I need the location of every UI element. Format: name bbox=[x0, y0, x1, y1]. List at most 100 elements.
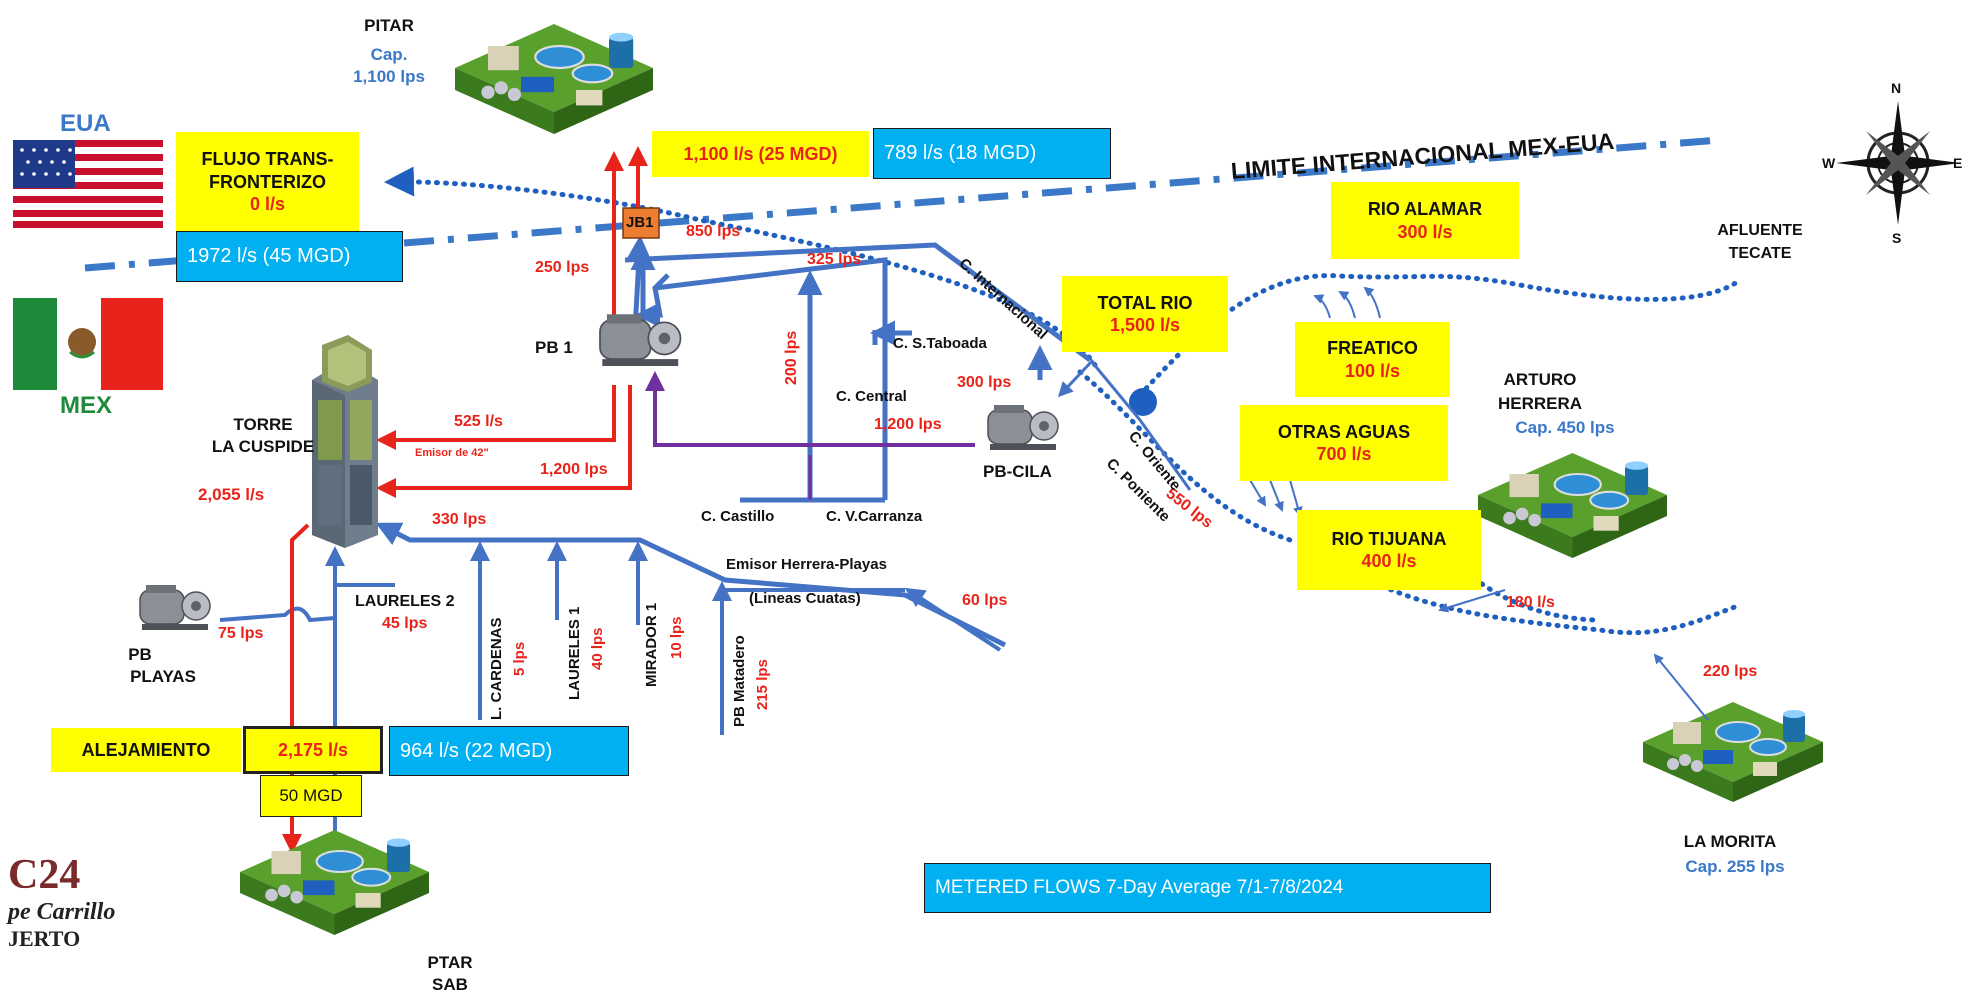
total-rio-value: 1,500 l/s bbox=[1109, 315, 1181, 335]
flow-200: 200 lps bbox=[783, 330, 800, 385]
metered-pitar-box: 789 l/s (18 MGD) bbox=[873, 128, 1111, 179]
logo-line1: C24 bbox=[8, 852, 81, 898]
us-label: EUA bbox=[60, 110, 111, 137]
rio-alamar-title: RIO ALAMAR bbox=[1367, 199, 1483, 219]
alejamiento-box: ALEJAMIENTO bbox=[51, 728, 241, 772]
alejamiento-value: 2,175 l/s bbox=[277, 739, 349, 760]
flujo-transfronterizo-box: FLUJO TRANS- FRONTERIZO 0 l/s bbox=[176, 132, 359, 232]
pb-playas-line2: PLAYAS bbox=[130, 667, 196, 686]
mirador1-flow: 10 lps bbox=[668, 616, 685, 659]
flow-60: 60 lps bbox=[962, 592, 1008, 609]
sab-line1: PTAR bbox=[427, 953, 473, 972]
laureles1-flow: 40 lps bbox=[589, 627, 606, 670]
afluente-line2: TECATE bbox=[1728, 245, 1792, 262]
rio-tijuana-title: RIO TIJUANA bbox=[1331, 528, 1447, 549]
building-icon bbox=[312, 335, 378, 548]
rio-tijuana-box: RIO TIJUANA 400 l/s bbox=[1297, 510, 1481, 590]
mirador1-label: MIRADOR 1 bbox=[643, 602, 660, 687]
flow-1200a: 1,200 lps bbox=[874, 416, 942, 433]
pump-pbcila-icon bbox=[987, 404, 1059, 451]
mexico-flag-icon bbox=[13, 298, 163, 390]
flujo-line2: FRONTERIZO bbox=[209, 171, 326, 192]
morita-name: LA MORITA bbox=[1683, 832, 1777, 851]
pitar-flow-value: 1,100 l/s (25 MGD) bbox=[683, 143, 838, 164]
metered-alejamiento-value: 964 l/s (22 MGD) bbox=[400, 739, 553, 762]
metered-alejamiento-box: 964 l/s (22 MGD) bbox=[389, 726, 629, 776]
arturo-cap: Cap. 450 lps bbox=[1515, 418, 1615, 437]
metered-note-box: METERED FLOWS 7-Day Average 7/1-7/8/2024 bbox=[924, 863, 1491, 913]
laureles2-flow: 45 lps bbox=[382, 615, 428, 632]
matadero-flow: 215 lps bbox=[754, 659, 771, 710]
compass-s: S bbox=[1892, 230, 1902, 246]
rio-tijuana-value: 400 l/s bbox=[1361, 551, 1417, 571]
metered-border-box: 1972 l/s (45 MGD) bbox=[176, 231, 403, 282]
cardenas-flow: 5 lps bbox=[511, 641, 528, 676]
sab-line2: SAB bbox=[432, 975, 468, 994]
pb1-label: PB 1 bbox=[535, 338, 573, 357]
emisor42: Emisor de 42" bbox=[415, 447, 489, 459]
freatico-box: FREATICO 100 l/s bbox=[1295, 322, 1450, 397]
torre-flow: 2,055 l/s bbox=[198, 485, 265, 504]
us-flag-icon bbox=[13, 140, 163, 228]
pump-playas-icon bbox=[139, 584, 211, 631]
total-rio-box: TOTAL RIO 1,500 l/s bbox=[1062, 276, 1228, 352]
rio-alamar-box: RIO ALAMAR 300 l/s bbox=[1331, 182, 1519, 259]
mgd50-value: 50 MGD bbox=[279, 786, 343, 806]
mx-label: MEX bbox=[60, 392, 113, 419]
otras-value: 700 l/s bbox=[1316, 444, 1372, 464]
flujo-line1: FLUJO TRANS- bbox=[201, 149, 334, 170]
metered-pitar-value: 789 l/s (18 MGD) bbox=[884, 142, 1037, 164]
c-taboada-label: C. S.Taboada bbox=[893, 335, 987, 352]
flujo-value: 0 l/s bbox=[249, 194, 286, 215]
metered-border-value: 1972 l/s (45 MGD) bbox=[187, 245, 351, 267]
pitar-cap-label: Cap. bbox=[370, 45, 408, 64]
c-carranza-label: C. V.Carranza bbox=[826, 508, 923, 525]
compass-n: N bbox=[1891, 80, 1902, 96]
logo-line3: JERTO bbox=[8, 926, 81, 951]
morita-cap: Cap. 255 lps bbox=[1685, 857, 1785, 876]
matadero-label: PB Matadero bbox=[731, 635, 748, 727]
cardenas-label: L. CARDENAS bbox=[488, 617, 505, 720]
rio-alamar-value: 300 l/s bbox=[1397, 221, 1453, 242]
arturo-line2: HERRERA bbox=[1497, 394, 1583, 413]
flow-220: 220 lps bbox=[1703, 663, 1758, 680]
compass-e: E bbox=[1953, 155, 1963, 171]
flow-330: 330 lps bbox=[432, 511, 487, 528]
pitar-cap-value: 1,100 lps bbox=[353, 67, 425, 86]
flow-850: 850 lps bbox=[686, 223, 741, 240]
mgd50-box: 50 MGD bbox=[260, 775, 362, 817]
flow-250: 250 lps bbox=[535, 259, 590, 276]
otras-aguas-box: OTRAS AGUAS 700 l/s bbox=[1240, 405, 1448, 481]
plant-sab-icon bbox=[238, 828, 431, 937]
freatico-title: FREATICO bbox=[1327, 338, 1418, 358]
compass-rose-icon bbox=[1836, 101, 1960, 225]
alejamiento-title: ALEJAMIENTO bbox=[81, 739, 211, 760]
jb1-label: JB1 bbox=[626, 214, 654, 231]
pb-playas-line1: PB bbox=[128, 645, 152, 664]
flow-525: 525 l/s bbox=[454, 413, 503, 430]
laureles2-label: LAURELES 2 bbox=[355, 593, 455, 610]
flow-180: 180 l/s bbox=[1506, 594, 1555, 611]
plant-arturo-icon bbox=[1476, 451, 1669, 560]
torre-line1: TORRE bbox=[233, 415, 293, 434]
total-rio-title: TOTAL RIO bbox=[1097, 292, 1193, 313]
otras-title: OTRAS AGUAS bbox=[1277, 421, 1411, 442]
flow-300: 300 lps bbox=[957, 374, 1012, 391]
pitar-flow-box: 1,100 l/s (25 MGD) bbox=[652, 131, 869, 177]
pbcila-label: PB-CILA bbox=[983, 462, 1052, 481]
arturo-line1: ARTURO bbox=[1503, 370, 1577, 389]
compass-w: W bbox=[1822, 155, 1836, 171]
metered-note-text: METERED FLOWS 7-Day Average 7/1-7/8/2024 bbox=[935, 877, 1344, 898]
afluente-line1: AFLUENTE bbox=[1717, 222, 1803, 239]
alejamiento-value-box: 2,175 l/s bbox=[243, 726, 383, 774]
plant-pitar-icon bbox=[453, 22, 655, 136]
freatico-value: 100 l/s bbox=[1344, 360, 1401, 381]
c-central-label: C. Central bbox=[836, 388, 907, 405]
laureles1-label: LAURELES 1 bbox=[566, 606, 583, 700]
c-castillo-label: C. Castillo bbox=[701, 508, 775, 525]
lineas-cuatas-label: (Lineas Cuatas) bbox=[749, 590, 861, 607]
pitar-name: PITAR bbox=[364, 16, 414, 35]
flow-1200b: 1,200 lps bbox=[540, 461, 608, 478]
